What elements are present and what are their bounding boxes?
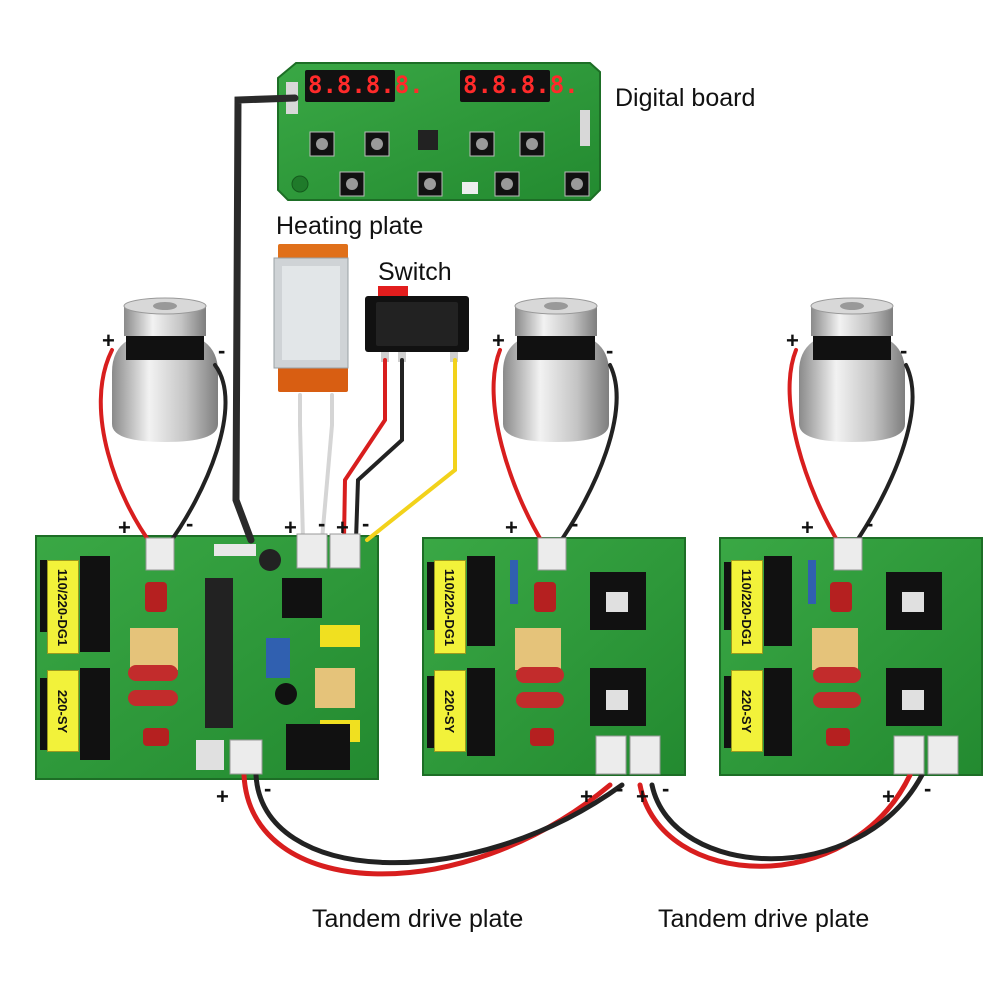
polarity-minus: - [218, 338, 226, 363]
polarity-minus: - [571, 511, 579, 536]
tandem-wire-black-2 [649, 772, 925, 862]
heating-plate-label: Heating plate [276, 212, 424, 240]
display-left-digits: 8.8.8.8. [308, 71, 424, 99]
polarity-plus: + [284, 515, 297, 540]
polarity-minus: - [662, 776, 670, 801]
polarity-plus: + [580, 784, 593, 809]
wire-black-switch [354, 358, 404, 542]
polarity-minus: - [362, 511, 370, 536]
heating-plate [273, 244, 349, 392]
board-3-transformer-label-top: 110/220-DG1 [731, 560, 763, 654]
board-2-transformer-label-top: 110/220-DG1 [434, 560, 466, 654]
polarity-minus: - [318, 511, 326, 536]
polarity-plus: + [492, 328, 505, 353]
polarity-plus: + [336, 515, 349, 540]
wires [98, 94, 925, 877]
polarity-plus: + [102, 328, 115, 353]
polarity-minus: - [866, 511, 874, 536]
display-right-digits: 8.8.8.8. [463, 71, 579, 99]
tandem-wire-red-2 [637, 772, 913, 869]
tandem-drive-plate-label-1: Tandem drive plate [312, 905, 524, 933]
polarity-minus: - [616, 776, 624, 801]
polarity-plus: + [216, 784, 229, 809]
wire-yellow-switch [365, 358, 457, 542]
display-right [460, 70, 550, 102]
switch-label: Switch [378, 258, 452, 286]
polarity-minus: - [924, 776, 932, 801]
transducer-2 [503, 297, 609, 442]
terminal-connectors [145, 533, 959, 775]
board-2-transformer-label-bottom: 220-SY [434, 670, 466, 752]
board-1-transformer-label-bottom: 220-SY [47, 670, 79, 752]
ribbon-cable [232, 94, 299, 544]
polarity-minus: - [900, 338, 908, 363]
switch [365, 286, 469, 362]
polarity-plus: + [118, 515, 131, 540]
digital-board-label: Digital board [615, 84, 756, 112]
board-1-transformer-label-top: 110/220-DG1 [47, 560, 79, 654]
polarity-plus: + [786, 328, 799, 353]
polarity-plus: + [636, 784, 649, 809]
transducer-3 [799, 297, 905, 442]
polarity-minus: - [264, 776, 272, 801]
digital-board [277, 62, 601, 201]
tandem-wire-black-1 [253, 772, 625, 866]
polarity-minus: - [606, 338, 614, 363]
polarity-plus: + [505, 515, 518, 540]
polarity-plus: + [882, 784, 895, 809]
display-left [305, 70, 395, 102]
polarity-minus: - [186, 511, 194, 536]
wire-red-switch [342, 358, 387, 542]
tandem-drive-plate-label-2: Tandem drive plate [658, 905, 870, 933]
main-driver-board [35, 535, 379, 780]
polarity-plus: + [801, 515, 814, 540]
transducer-1 [112, 297, 218, 442]
board-3-transformer-label-bottom: 220-SY [731, 670, 763, 752]
